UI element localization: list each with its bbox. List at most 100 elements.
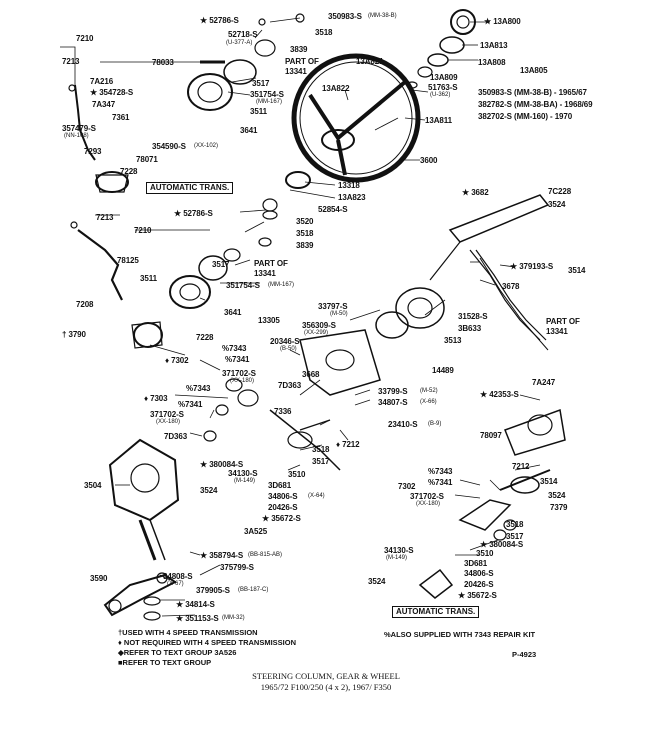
label-3510-a: 3510 [288, 470, 306, 479]
label-3511-top: 3511 [250, 107, 267, 116]
label-3641-mid: 3641 [224, 308, 242, 317]
label-3a525: 3A525 [244, 527, 268, 536]
label-78071: 78071 [136, 155, 158, 164]
label-3839-mid: 3839 [296, 241, 314, 250]
column-top-upper-drawing [187, 13, 305, 111]
label-7379: 7379 [550, 503, 568, 512]
shift-lever-upper-drawing [68, 84, 129, 193]
label-7d363-mid: 7D363 [278, 381, 302, 390]
label-3518-mid: 3518 [296, 229, 314, 238]
label-3d681-b: 3D681 [464, 559, 488, 568]
pitman-arm-drawing [103, 572, 177, 621]
label-34130s-b: 34130-S [384, 546, 414, 555]
label-7303: ♦ 7303 [144, 394, 168, 403]
label-7361: 7361 [112, 113, 130, 122]
column-top-lower-drawing [169, 237, 272, 309]
label-13a809: 13A809 [430, 73, 458, 82]
label-51763s-sub: (U-362) [430, 92, 451, 98]
lower-right-assembly-drawing [418, 408, 566, 599]
label-3504: 3504 [84, 481, 102, 490]
label-357479s: 357479-S [62, 124, 96, 133]
label-379905s: 379905-S [196, 586, 230, 595]
label-351754s-top: 351754-S [250, 90, 284, 99]
label-78097: 78097 [480, 431, 502, 440]
label-7341-b: %7341 [178, 400, 203, 409]
label-20426s-a: 20426-S [268, 503, 298, 512]
label-3590: 3590 [90, 574, 108, 583]
label-3514-lower: 3514 [540, 477, 558, 486]
label-34806s-a: 34806-S [268, 492, 298, 501]
label-3600: 3600 [420, 156, 438, 165]
label-51763s: 51763-S [428, 83, 458, 92]
label-13a805: 13A805 [520, 66, 548, 75]
label-partof-top: PART OF [285, 57, 319, 66]
label-357479s-sub: (NN-108) [64, 133, 89, 139]
footnote-4-speed: †USED WITH 4 SPEED TRANSMISSION [118, 628, 258, 637]
label-14489: 14489 [432, 366, 454, 375]
label-34130s-a-sub: (M-149) [234, 478, 256, 484]
hub-parts-drawing [262, 171, 311, 220]
label-350983s-top: 350983-S [328, 12, 362, 21]
label-13a822: 13A822 [322, 84, 350, 93]
label-354590s: 354590-S [152, 142, 186, 151]
label-371702s-b: 371702-S [150, 410, 184, 419]
label-7343-b: %7343 [186, 384, 211, 393]
label-3510-b: 3510 [476, 549, 494, 558]
label-34808s: 34808-S [163, 572, 193, 581]
automatic-trans-box-left: AUTOMATIC TRANS. [146, 182, 234, 194]
label-3518-c: 3518 [312, 445, 330, 454]
label-382702s-years: 382702-S (MM-160) - 1970 [478, 112, 573, 121]
diagram-title: STEERING COLUMN, GEAR & WHEEL [252, 671, 400, 681]
label-7343-c: %7343 [428, 467, 453, 476]
label-351153s-sub: (MM-32) [222, 615, 245, 621]
label-375799s: 375799-S [220, 563, 254, 572]
label-partof-mid: PART OF [254, 259, 288, 268]
label-3524-bottom: 3524 [368, 577, 386, 586]
label-351754s-top-sub: (MM-167) [256, 99, 283, 105]
label-3524-mid: 3524 [200, 486, 218, 495]
label-379905s-sub: (BB-187-C) [238, 587, 269, 593]
label-13a808: 13A808 [478, 58, 506, 67]
label-7210-top: 7210 [76, 34, 94, 43]
label-350983s-years: 350983-S (MM-38-B) - 1965/67 [478, 88, 587, 97]
label-35672s-a: ★ 35672-S [262, 514, 301, 523]
label-78125: 78125 [117, 256, 139, 265]
label-3524-lower: 3524 [548, 491, 566, 500]
label-351754s-mid-sub: (MM-167) [268, 282, 295, 288]
label-7341-a: %7341 [225, 355, 250, 364]
label-33797s: 33797-S [318, 302, 348, 311]
label-78033: 78033 [152, 58, 174, 67]
label-3517-mid: 3517 [212, 260, 230, 269]
label-7293: 7293 [84, 147, 102, 156]
footnote-text-group: ■REFER TO TEXT GROUP [118, 658, 212, 667]
label-3790: † 3790 [62, 330, 86, 339]
label-356309s-sub: (XX-299) [304, 330, 329, 336]
label-34806s-a-sub: (X-64) [308, 493, 325, 499]
label-371702s-b-sub: (XX-180) [156, 419, 181, 425]
label-52718s-sub: (U-377-A) [226, 40, 253, 46]
label-52786s-mid: ★ 52786-S [174, 209, 213, 218]
label-371702s-c-sub: (XX-180) [416, 501, 441, 507]
label-52718s: 52718-S [228, 30, 258, 39]
label-7228-mid: 7228 [196, 333, 214, 342]
label-7213-mid: 7213 [96, 213, 114, 222]
label-3d681-a: 3D681 [268, 481, 292, 490]
label-33797s-sub: (M-50) [330, 311, 348, 317]
footnote-not-required: ♦ NOT REQUIRED WITH 4 SPEED TRANSMISSION [118, 638, 297, 647]
label-3517-top: 3517 [252, 79, 270, 88]
shift-levers-drawing [203, 378, 341, 471]
label-13a811: 13A811 [425, 116, 452, 125]
label-380084s-b: ★ 380084-S [480, 540, 524, 549]
label-358794s: ★ 358794-S [200, 551, 244, 560]
label-13341-top: 13341 [285, 67, 307, 76]
label-3514-right: 3514 [568, 266, 586, 275]
label-34807s-sub: (X-66) [420, 399, 437, 405]
label-7343-a: %7343 [222, 344, 247, 353]
label-7c228: 7C228 [548, 187, 572, 196]
label-351153s: ★ 351153-S [176, 614, 219, 623]
label-20426s-b: 20426-S [464, 580, 494, 589]
label-3518-top: 3518 [315, 28, 333, 37]
label-3513: 3513 [444, 336, 462, 345]
label-7d363-left: 7D363 [164, 432, 188, 441]
label-13341-right: 13341 [546, 327, 568, 336]
